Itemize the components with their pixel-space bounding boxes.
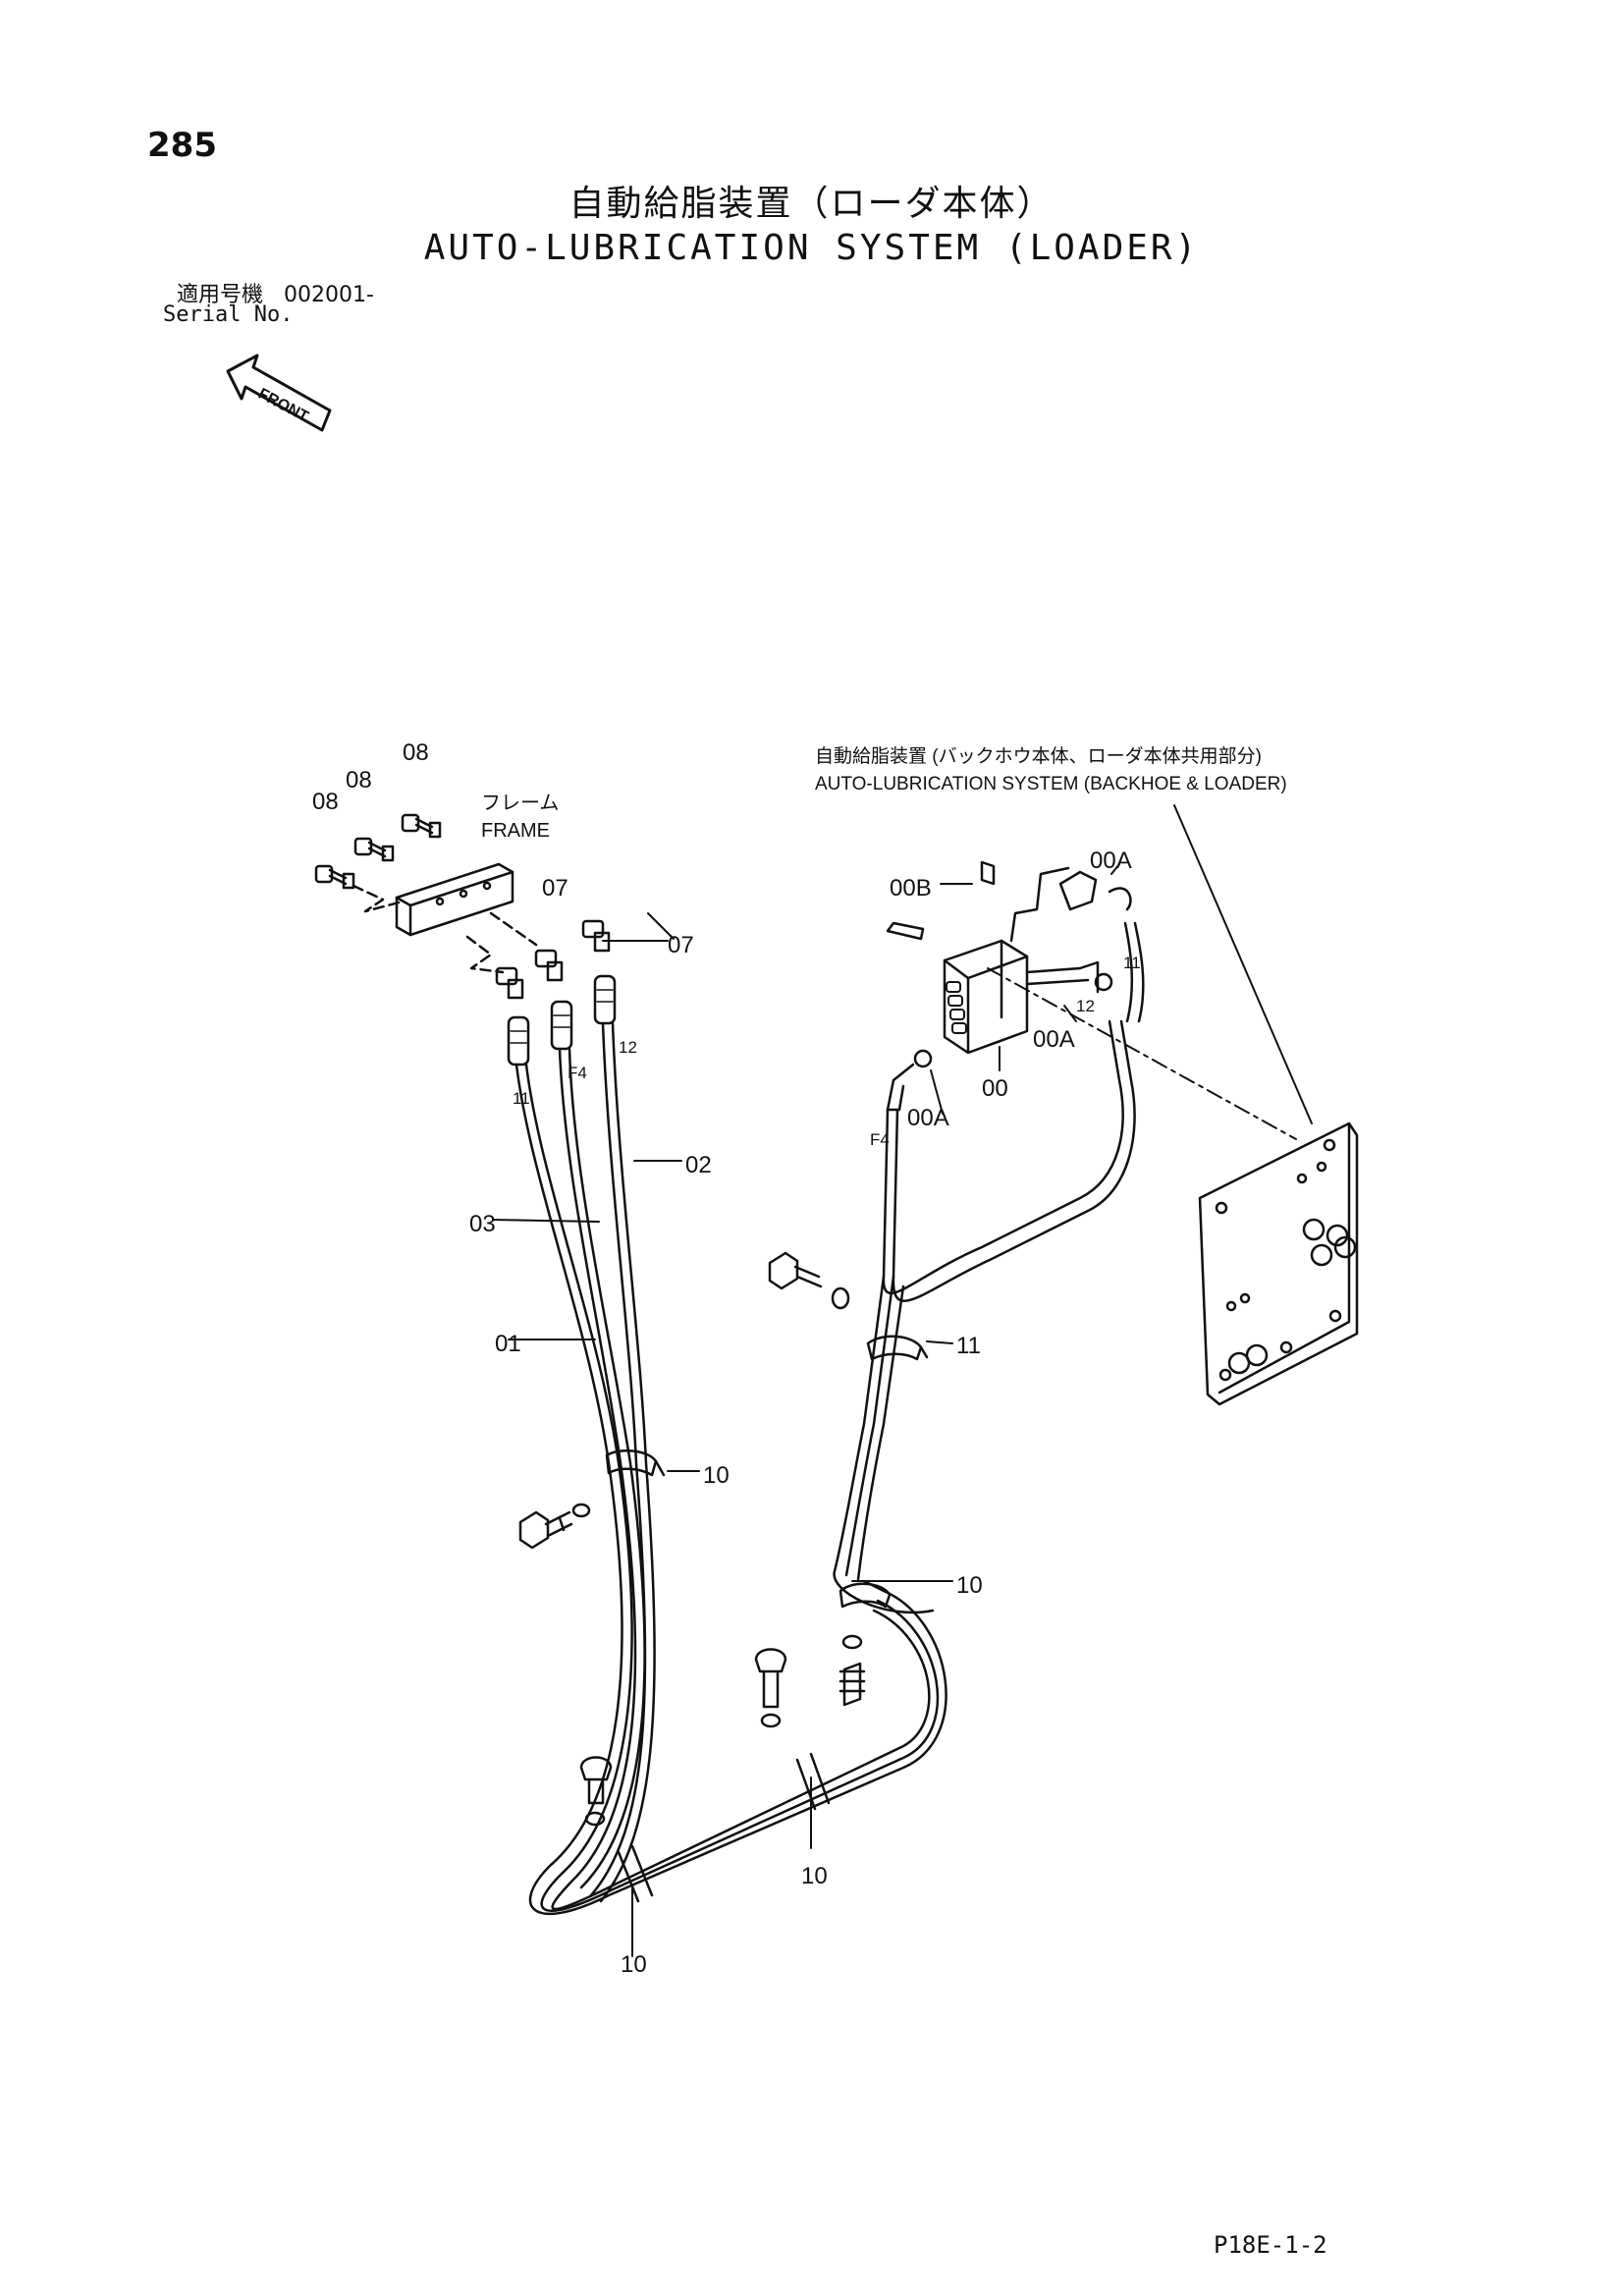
- part-label-03: 03: [469, 1211, 496, 1237]
- part-label-00: 00: [982, 1075, 1008, 1102]
- serial-label-en: Serial No.: [163, 302, 294, 327]
- distributor-valve: [886, 860, 1132, 1112]
- part-label-10-mid: 10: [801, 1863, 828, 1889]
- hose-tag-11-left: 11: [513, 1089, 530, 1108]
- frame-label-en: FRAME: [481, 820, 550, 842]
- serial-label-jp-text: 適用号機: [177, 283, 264, 307]
- leader-lines: [492, 863, 1120, 1957]
- part-label-00B: 00B: [890, 875, 932, 902]
- part-label-08-low: 08: [312, 789, 339, 815]
- part-label-10-right: 10: [956, 1572, 983, 1599]
- clamps-bottom: [617, 1752, 831, 1903]
- hose-tag-12-right: 12: [1076, 997, 1095, 1015]
- centerline: [987, 967, 1297, 1140]
- serial-label-jp: 適用号機 002001-: [177, 277, 374, 308]
- mounting-plate: [1198, 1121, 1359, 1406]
- part-label-07-upper: 07: [542, 875, 568, 902]
- bolt-right: [768, 1251, 850, 1310]
- page-number: 285: [147, 126, 217, 165]
- grease-fittings-08: [314, 813, 442, 913]
- hose-tag-F4-left: F4: [568, 1064, 587, 1082]
- part-label-02: 02: [685, 1152, 712, 1178]
- hose-ends-left: [507, 974, 617, 1066]
- hose-tag-11-right: 11: [1123, 954, 1141, 972]
- callout-label-jp: 自動給脂装置 (バックホウ本体、ローダ本体共用部分): [815, 745, 1262, 767]
- title-english: AUTO-LUBRICATION SYSTEM (LOADER): [423, 228, 1200, 268]
- footer-code: P18E-1-2: [1214, 2231, 1327, 2259]
- part-label-11-right: 11: [956, 1333, 981, 1359]
- part-label-08-mid: 08: [346, 767, 372, 793]
- part-label-08-top: 08: [403, 739, 429, 766]
- part-label-00A-low: 00A: [907, 1105, 949, 1131]
- front-arrow-icon: FRONT: [226, 354, 332, 432]
- serial-value: 002001-: [284, 283, 374, 307]
- elbow-fittings-07: [465, 911, 611, 1000]
- part-label-10-left: 10: [703, 1462, 730, 1489]
- part-label-00A-mid: 00A: [1033, 1026, 1075, 1053]
- bolt-left: [518, 1503, 591, 1550]
- part-label-01: 01: [495, 1331, 521, 1357]
- hose-tag-12-left: 12: [619, 1038, 637, 1057]
- frame-label-jp: フレーム: [481, 793, 559, 814]
- frame-block: [395, 862, 514, 937]
- part-label-00A-top: 00A: [1090, 847, 1132, 874]
- title-japanese: 自動給脂装置（ローダ本体）: [568, 184, 1055, 224]
- callout-leader: [1173, 804, 1313, 1124]
- callout-label-en: AUTO-LUBRICATION SYSTEM (BACKHOE & LOADE…: [815, 774, 1287, 794]
- bolts-bottom: [579, 1634, 866, 1827]
- hose-tag-F4-right: F4: [870, 1130, 890, 1149]
- clamp-right: [866, 1335, 929, 1361]
- clamp-right-lower: [839, 1582, 892, 1609]
- clamp-left: [605, 1449, 666, 1477]
- part-label-07-right: 07: [668, 932, 694, 958]
- part-label-10-bottom: 10: [621, 1951, 647, 1978]
- hose-bundle-left: [514, 1021, 947, 1916]
- front-arrow-label: FRONT: [255, 386, 311, 426]
- hose-run-right: [833, 921, 1145, 1614]
